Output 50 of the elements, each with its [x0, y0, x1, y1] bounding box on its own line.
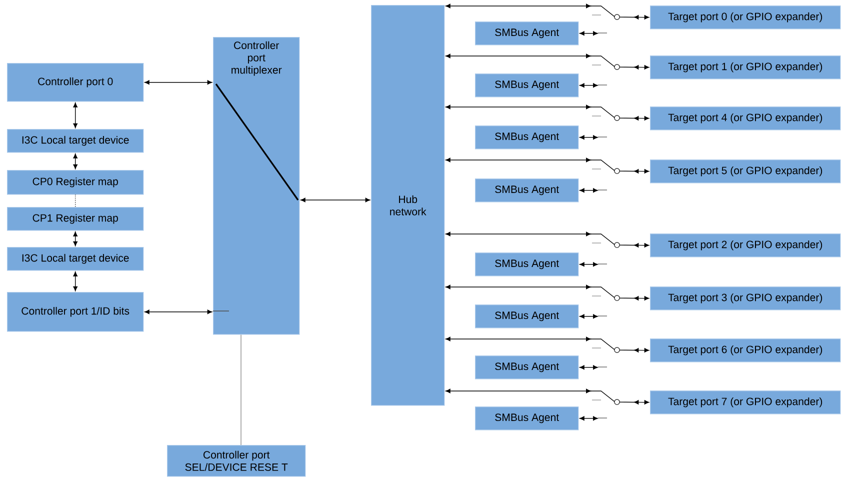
block-box: SMBus Agent: [475, 356, 579, 380]
arrow: [144, 310, 212, 314]
switched-arrow: [446, 388, 650, 404]
block-box: Controller port 0: [7, 63, 144, 102]
arrow: [580, 262, 598, 267]
block-box: CP1 Register map: [7, 207, 144, 231]
block-box: Target port 1 (or GPIO expander): [650, 56, 841, 80]
block-box: SMBus Agent: [475, 22, 579, 46]
multiplexer-box: Controller port multiplexer: [213, 37, 300, 335]
block-box: SMBus Agent: [475, 178, 579, 202]
arrow: [73, 272, 78, 292]
arrow: [73, 102, 78, 128]
arrow: [580, 188, 598, 193]
block-box: Controller port SEL/DEVICE RESE T: [167, 445, 306, 477]
arrow: [300, 198, 370, 202]
block-box: Target port 7 (or GPIO expander): [650, 390, 841, 414]
switched-arrow: [446, 104, 650, 120]
block-box: Controller port 1/ID bits: [7, 292, 144, 332]
block-box: Target port 4 (or GPIO expander): [650, 106, 841, 130]
arrow: [580, 365, 598, 370]
block-box: SMBus Agent: [475, 304, 579, 328]
switched-arrow: [446, 4, 650, 20]
hub-box: Hub network: [371, 5, 445, 406]
block-box: Target port 3 (or GPIO expander): [650, 286, 841, 310]
block-box: SMBus Agent: [475, 252, 579, 276]
arrow: [580, 31, 598, 36]
arrow: [73, 232, 78, 246]
connector-line: [240, 334, 242, 446]
block-box: I3C Local target device: [7, 129, 144, 153]
arrow: [580, 83, 598, 88]
block-box: Target port 0 (or GPIO expander): [650, 6, 841, 30]
block-box: Target port 5 (or GPIO expander): [650, 160, 841, 184]
block-box: Target port 2 (or GPIO expander): [650, 234, 841, 258]
block-box: Target port 6 (or GPIO expander): [650, 338, 841, 362]
switched-arrow: [446, 232, 650, 248]
block-box: SMBus Agent: [475, 74, 579, 98]
block-box: SMBus Agent: [475, 406, 579, 430]
arrow: [144, 80, 212, 85]
block-box: SMBus Agent: [475, 126, 579, 150]
block-box: CP0 Register map: [7, 170, 144, 195]
block-box: I3C Local target device: [7, 247, 144, 271]
switched-arrow: [446, 336, 650, 352]
arrow: [580, 416, 598, 421]
connector-line: [75, 194, 76, 208]
switched-arrow: [446, 284, 650, 300]
switched-arrow: [446, 158, 650, 174]
switched-arrow: [446, 54, 650, 70]
arrow: [73, 154, 78, 170]
arrow: [580, 135, 598, 140]
arrow: [580, 314, 598, 319]
